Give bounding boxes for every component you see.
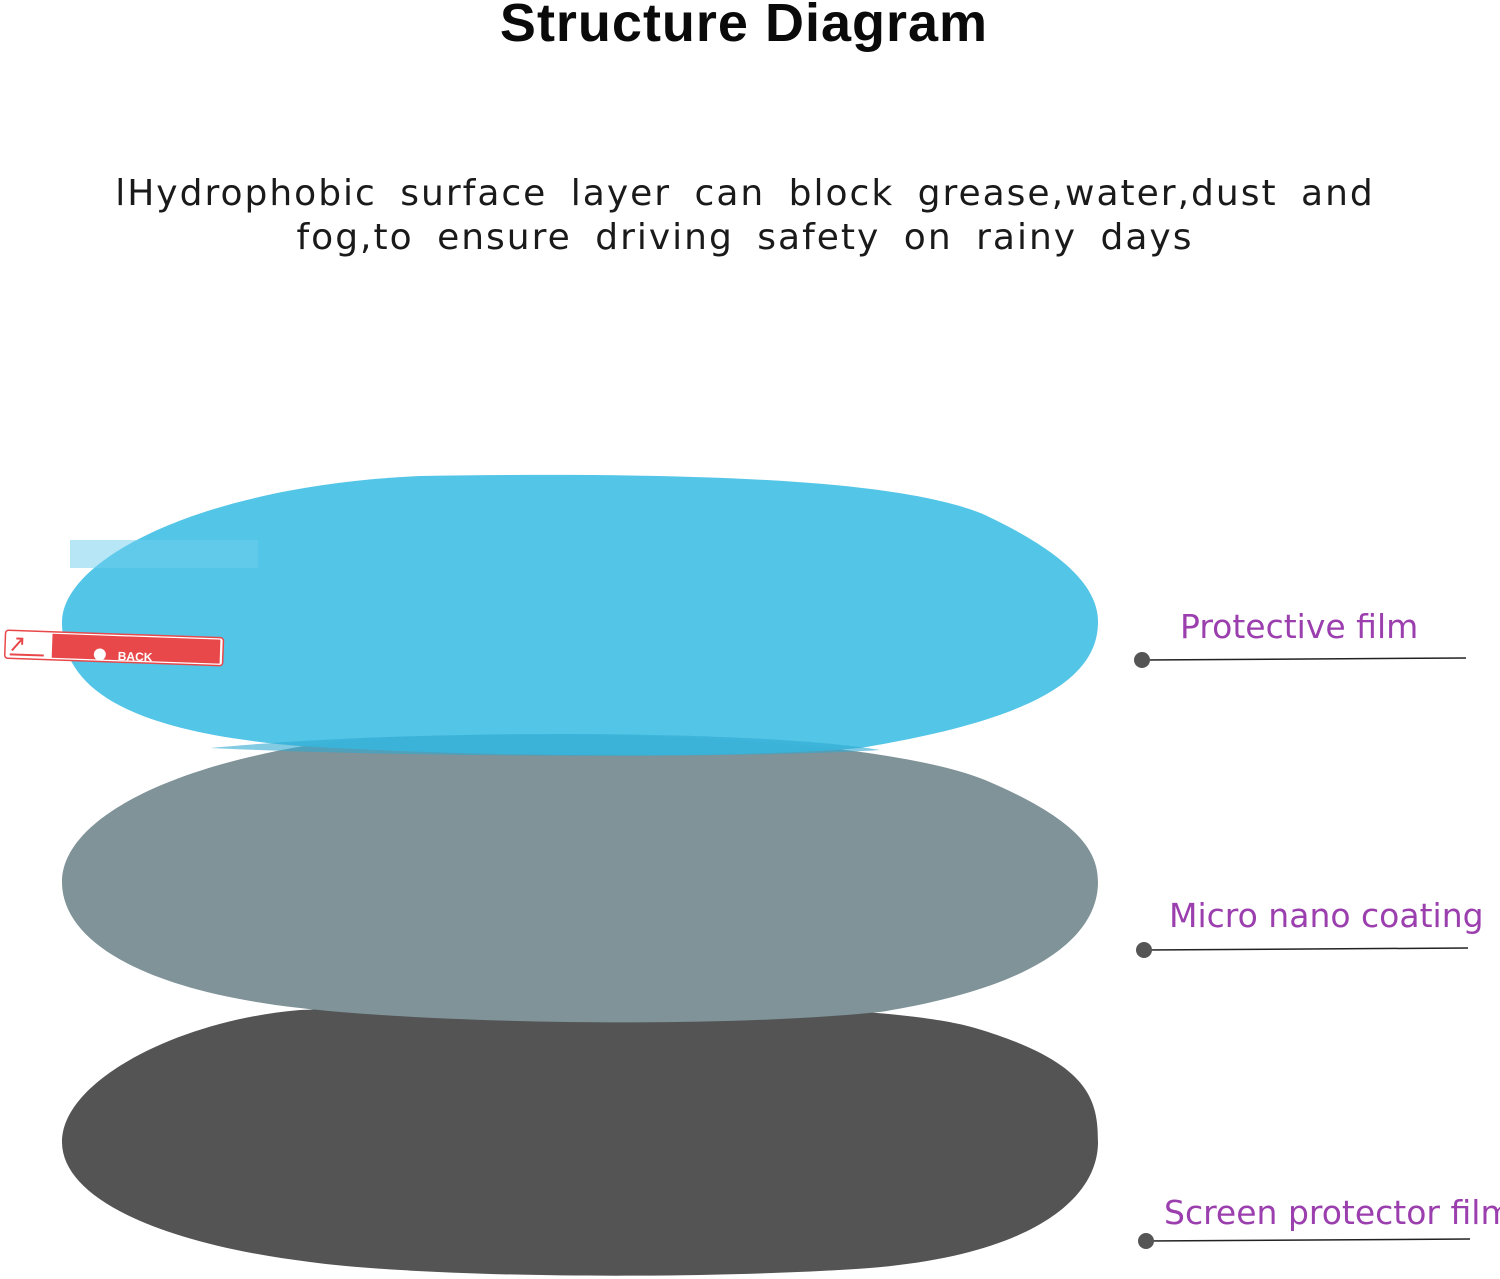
leader-line-protective-film <box>1141 657 1467 661</box>
leader-line-micro-nano-coating <box>1143 947 1469 951</box>
label-protective-film: Protective film <box>1134 607 1467 668</box>
micro-nano-coating-layer <box>62 734 1098 1023</box>
label-text-protective-film: Protective film <box>1180 607 1418 646</box>
label-text-micro-nano-coating: Micro nano coating <box>1169 896 1484 935</box>
label-text-screen-protector-film: Screen protector film <box>1164 1193 1500 1232</box>
leader-dot-protective-film <box>1134 652 1150 668</box>
peel-tab-sticker: BACK <box>4 629 225 667</box>
leader-dot-screen-protector-film <box>1138 1233 1154 1249</box>
peel-number-icon <box>93 648 106 661</box>
leader-line-screen-protector-film <box>1145 1238 1471 1242</box>
protective-film-layer <box>62 474 1098 756</box>
label-micro-nano-coating: Micro nano coating <box>1136 896 1484 958</box>
peel-tab-red-band <box>51 633 221 664</box>
screen-protector-layer <box>62 1003 1098 1276</box>
micro-nano-coating-shape <box>62 734 1098 1023</box>
diagram-title: Structure Diagram <box>499 0 989 53</box>
protective-film-shape <box>62 474 1098 756</box>
description-text: lHydrophobic surface layer can block gre… <box>115 173 1375 258</box>
leader-dot-micro-nano-coating <box>1136 942 1152 958</box>
screen-protector-shape <box>62 1003 1098 1276</box>
label-screen-protector-film: Screen protector film <box>1138 1193 1500 1249</box>
film-edge-mark <box>70 540 258 568</box>
peel-tab-text: BACK <box>118 649 153 664</box>
overlap-shadow <box>210 733 880 756</box>
peel-arrow-icon <box>9 637 44 657</box>
